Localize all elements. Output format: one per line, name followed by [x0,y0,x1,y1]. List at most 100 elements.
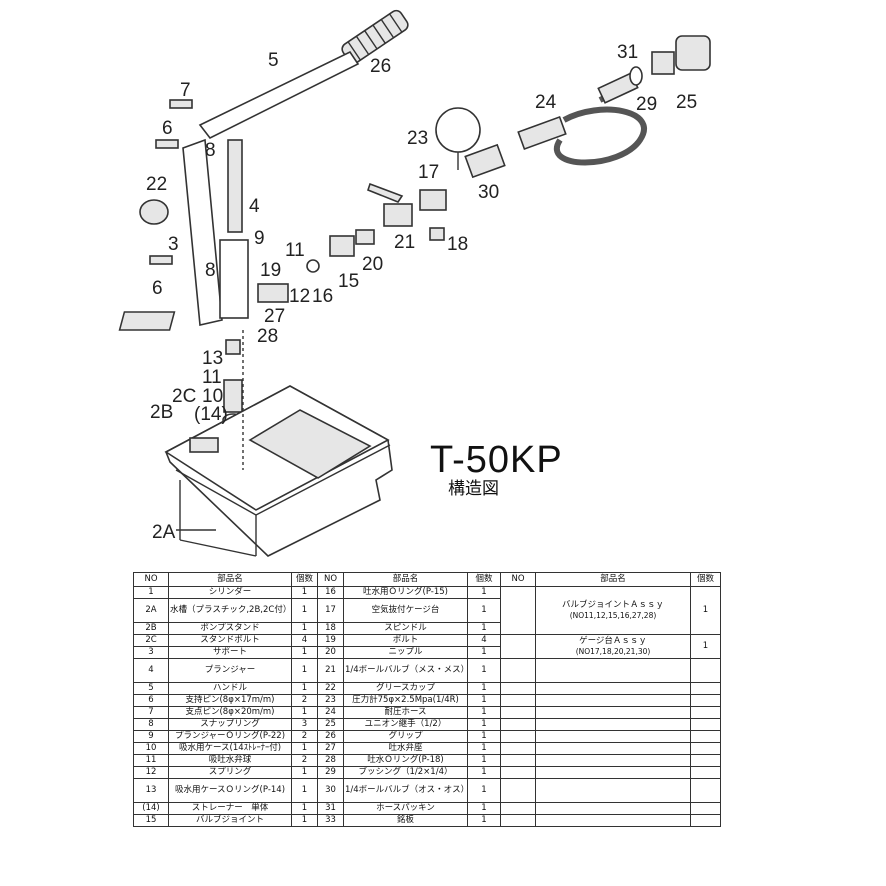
cell-part-name: 吐水Ｏリング(P-18) [343,754,468,767]
cell-empty [535,754,691,767]
cell-empty [500,778,536,803]
callout-10: 10 [202,386,223,407]
hose-part [554,106,647,166]
cell-empty [535,694,691,707]
cell-qty: 1 [467,598,501,623]
cell-empty [535,766,691,779]
callout-30: 30 [478,182,499,203]
suction-case-part [225,339,241,355]
callout-18: 18 [447,234,468,255]
cell-qty: 1 [291,658,318,683]
cell-part-name: 耐圧ホース [343,706,468,719]
cell-empty [690,766,721,779]
cell-empty [500,682,536,695]
callout-15: 15 [338,271,359,292]
cell-empty [535,814,691,827]
cell-empty [690,658,721,683]
cell-empty [500,658,536,683]
cell-empty [500,718,536,731]
cell-no: 6 [133,694,169,707]
cell-no: 25 [317,718,344,731]
cell-no: 15 [133,814,169,827]
cell-part-name: 1/4ボールバルブ（オス・オス） [343,778,468,803]
pump-stand-plate [189,437,219,453]
cell-empty [500,814,536,827]
cell-part-name: 空気抜付ケージ台 [343,598,468,623]
cell-no: 2C [133,634,169,647]
cell-qty: 1 [291,586,318,599]
cell-empty [500,730,536,743]
cell-no: 16 [317,586,344,599]
cell-part-name: スプリング [168,766,292,779]
cell-part-name: グリップ [343,730,468,743]
cell-empty [500,754,536,767]
callout-16: 16 [312,286,333,307]
callout-6: 6 [162,118,173,139]
cell-part-name: 吸水用ケースＯリング(P-14) [168,778,292,803]
cell-no: 1 [133,586,169,599]
cell-part-name: ホースパッキン [343,802,468,815]
hose-fitting-part [517,115,567,151]
cell-qty: 1 [291,778,318,803]
callout-22: 22 [146,174,167,195]
callout-labels: 5 26 7 6 8 4 9 22 3 11 19 8 6 12 16 15 2… [146,42,697,543]
callout-11b: 11 [202,367,222,388]
cell-qty: 3 [291,718,318,731]
header-no: NO [500,572,536,587]
hose-packing-part [629,66,643,86]
bushing-part [651,51,675,75]
cell-qty: 4 [291,634,318,647]
cell-empty [500,766,536,779]
cell-no: (14) [133,802,169,815]
cell-part-name: 銘板 [343,814,468,827]
cell-part-name: ボルト [343,634,468,647]
cell-empty [690,802,721,815]
cell-no: 33 [317,814,344,827]
cell-qty: 1 [291,742,318,755]
cell-no: 18 [317,622,344,635]
header-qty: 個数 [291,572,318,587]
callout-19: 19 [260,260,281,281]
cell-no: 30 [317,778,344,803]
header-part-name: 部品名 [535,572,691,587]
cell-no: 5 [133,682,169,695]
cell-part-name: 吸吐水弁球 [168,754,292,767]
union-fitting-part [675,35,711,71]
cell-qty: 1 [467,622,501,635]
cell-no: 2B [133,622,169,635]
callout-3: 3 [168,234,179,255]
cell-part-name: ハンドル [168,682,292,695]
cell-assy-name: バルブジョイントＡｓｓｙ(NO11,12,15,16,27,28) [535,586,691,635]
diagram-subtitle: 構造図 [448,479,499,499]
pin-part [149,255,173,265]
cell-empty [690,694,721,707]
cell-empty [535,802,691,815]
callout-31: 31 [617,42,638,63]
cell-no: 29 [317,766,344,779]
callout-12: 12 [289,286,310,307]
cell-no: 13 [133,778,169,803]
cell-no: 20 [317,646,344,659]
cell-no: 12 [133,766,169,779]
cell-qty: 1 [291,814,318,827]
cell-qty: 1 [291,766,318,779]
cell-part-name: 吸水用ケース(14ｽﾄﾚｰﾅｰ付) [168,742,292,755]
cell-no: 23 [317,694,344,707]
cell-no: 31 [317,802,344,815]
cell-qty: 1 [467,730,501,743]
exploded-parts-diagram: 5 26 7 6 8 4 9 22 3 11 19 8 6 12 16 15 2… [118,9,711,557]
cell-part-name: グリースカップ [343,682,468,695]
callout-4: 4 [249,196,260,217]
cell-empty [535,742,691,755]
header-qty: 個数 [467,572,501,587]
cell-empty [535,730,691,743]
table-header-row: NO 部品名 個数 NO 部品名 個数 NO 部品名 個数 [133,572,721,587]
callout-2B: 2B [150,402,173,423]
